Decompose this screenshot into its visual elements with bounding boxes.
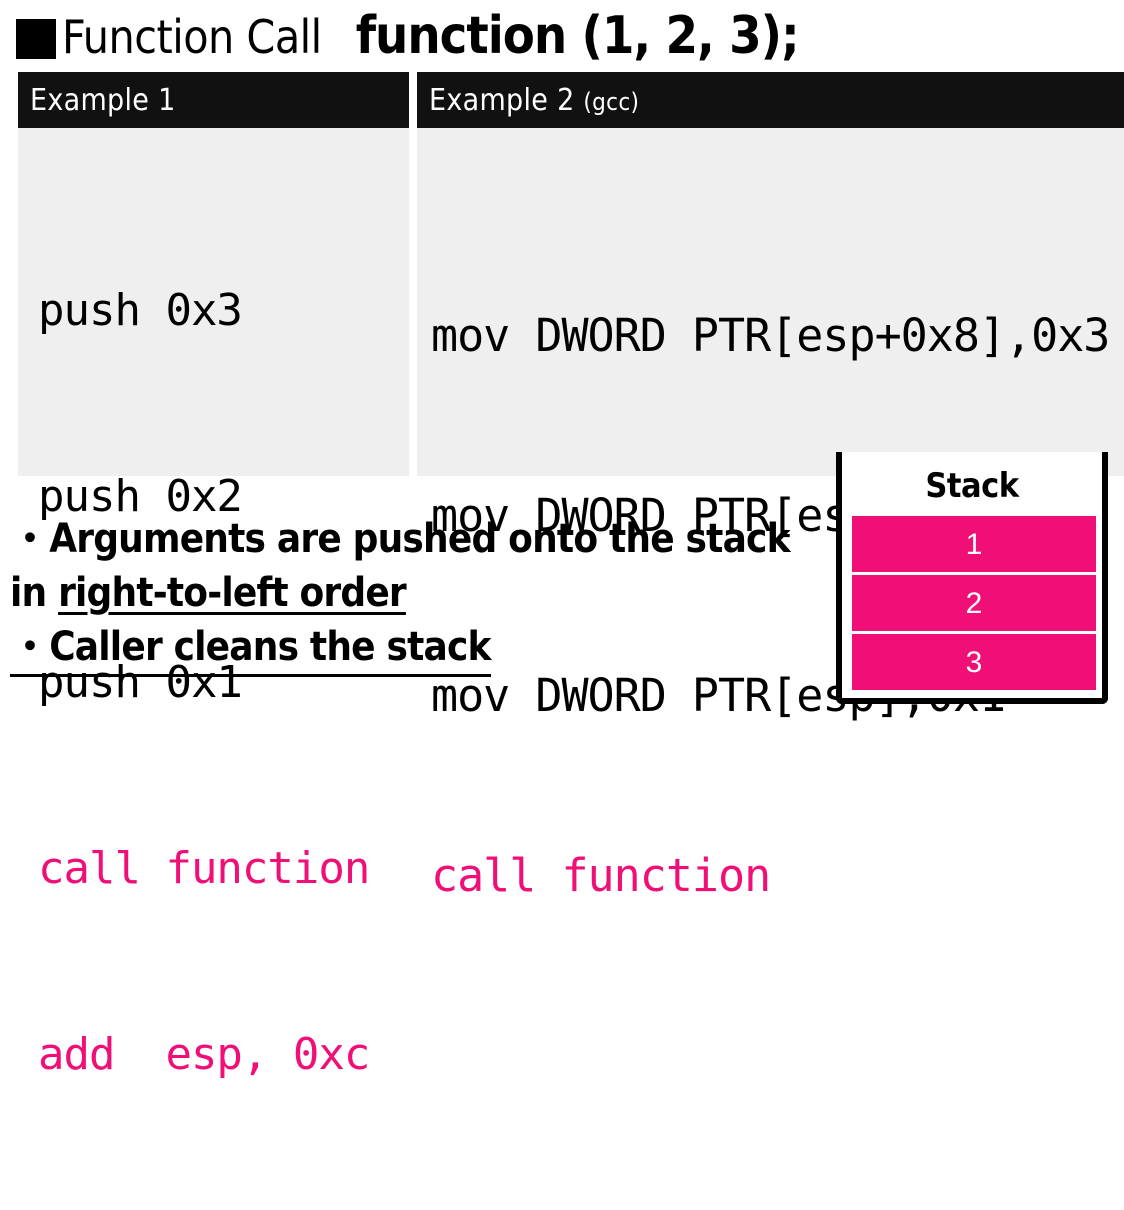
bullet-order-prefix: in <box>10 570 59 616</box>
code-line: push 0x1 <box>38 657 243 708</box>
title-label: Function Call <box>62 10 322 64</box>
title-code: function (1, 2, 3); <box>355 6 800 66</box>
stack-cell: 1 <box>852 516 1096 572</box>
stack-cell: 3 <box>852 634 1096 690</box>
example-1-code: push 0x3 push 0x2 push 0x1 call function… <box>38 156 370 1210</box>
bullet-notes: ・Arguments are pushed onto the stack in … <box>10 512 791 677</box>
code-line: push 0x3 <box>38 285 243 336</box>
code-line-highlighted: call function <box>431 849 771 902</box>
bullet-order-underlined: right-to-left order <box>58 570 407 616</box>
bullet-order-line: in right-to-left order <box>10 566 790 620</box>
example-1-panel: Example 1 push 0x3 push 0x2 push 0x1 cal… <box>18 72 409 1080</box>
stack-diagram: Stack 1 2 3 <box>836 452 1108 704</box>
example-2-header-sub: (gcc) <box>583 88 640 116</box>
code-line-highlighted: call function <box>38 843 370 894</box>
code-line: mov DWORD PTR[esp+0x8],0x3 <box>431 309 1110 362</box>
bullet-arguments: ・Arguments are pushed onto the stack <box>10 516 791 562</box>
bullet-caller-cleans: ・Caller cleans the stack <box>10 620 491 677</box>
example-2-header: Example 2 (gcc) <box>417 72 1124 128</box>
stack-title: Stack <box>925 466 1019 506</box>
stack-cell: 2 <box>852 575 1096 631</box>
example-1-header: Example 1 <box>18 72 409 128</box>
black-square-icon <box>16 19 56 59</box>
example-1-header-label: Example 1 <box>30 83 176 118</box>
bullet-caller-line: ・Caller cleans the stack <box>10 620 790 677</box>
example-2-header-label: Example 2 <box>429 83 575 118</box>
code-line: push 0x2 <box>38 471 243 522</box>
page-title: Function Call function (1, 2, 3); <box>16 6 800 68</box>
code-line-highlighted: add esp, 0xc <box>38 1029 370 1080</box>
example-2-panel: Example 2 (gcc) mov DWORD PTR[esp+0x8],0… <box>417 72 1124 902</box>
